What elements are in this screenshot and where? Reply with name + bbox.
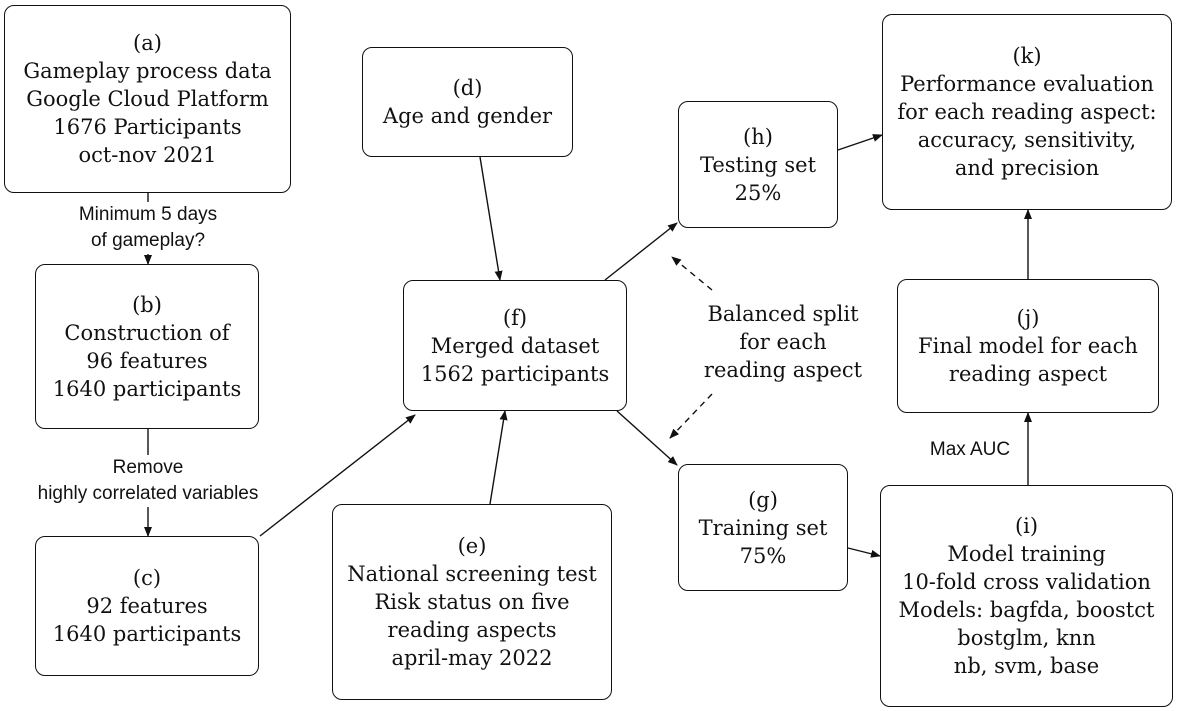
node-line: Testing set	[699, 152, 817, 177]
node-line: nb, svm, base	[953, 654, 1100, 678]
node-line: for each reading aspect:	[897, 100, 1157, 124]
node-h-testing-set: (h) Testing set 25%	[678, 101, 838, 228]
node-line: 75%	[739, 543, 787, 568]
node-line: reading aspects	[387, 618, 557, 642]
edge-f-h	[604, 222, 678, 281]
node-id: (i)	[1014, 514, 1039, 538]
edge-h-k	[837, 134, 883, 151]
node-line: Construction of	[64, 320, 230, 345]
node-k-performance-evaluation: (k) Performance evaluation for each read…	[882, 14, 1172, 210]
node-line: Training set	[698, 515, 828, 540]
node-id: (e)	[457, 534, 487, 558]
node-d-age-gender: (d) Age and gender	[362, 47, 573, 157]
node-line: 92 features	[86, 594, 208, 618]
edge-label-max-auc: Max AUC	[918, 437, 1022, 463]
edge-c-f	[259, 414, 416, 537]
edge-label-line: of gameplay?	[90, 230, 206, 251]
node-id: (h)	[743, 124, 773, 149]
node-line: april-may 2022	[391, 646, 553, 670]
node-line: 1562 participants	[420, 361, 610, 386]
node-line: Final model for each	[918, 334, 1138, 358]
node-line: Gameplay process data	[23, 59, 272, 83]
node-f-merged-dataset: (f) Merged dataset 1562 participants	[403, 280, 627, 411]
split-note-line: Balanced split	[707, 302, 859, 326]
dashed-arrow-to-training	[669, 393, 713, 439]
node-c-92-features: (c) 92 features 1640 participants	[35, 536, 259, 676]
node-line: Age and gender	[382, 104, 553, 128]
node-line: and precision	[954, 156, 1100, 180]
node-g-training-set: (g) Training set 75%	[678, 464, 848, 591]
node-id: (d)	[452, 76, 483, 100]
edge-label-line: highly correlated variables	[37, 483, 259, 504]
edge-label-remove-correlated: Remove highly correlated variables	[14, 455, 282, 507]
node-line: 25%	[734, 180, 782, 205]
edge-label-min-days: Minimum 5 days of gameplay?	[62, 202, 234, 254]
node-id: (b)	[132, 292, 162, 317]
node-id: (f)	[502, 305, 528, 330]
node-line: 1640 participants	[52, 622, 242, 646]
edge-g-i	[847, 547, 881, 558]
node-e-screening-test: (e) National screening test Risk status …	[332, 504, 612, 700]
node-id: (c)	[132, 566, 162, 590]
node-id: (g)	[748, 487, 778, 512]
node-line: 10-fold cross validation	[902, 570, 1151, 594]
node-b-feature-construction: (b) Construction of 96 features 1640 par…	[35, 264, 259, 429]
node-line: reading aspect	[948, 362, 1108, 386]
node-i-model-training: (i) Model training 10-fold cross validat…	[880, 485, 1173, 707]
node-line: Merged dataset	[430, 333, 600, 358]
node-line: 96 features	[86, 348, 208, 373]
node-line: accuracy, sensitivity,	[917, 128, 1137, 152]
balanced-split-note: Balanced split for each reading aspect	[695, 300, 871, 384]
split-note-line: for each	[739, 330, 827, 354]
node-a-gameplay-data: (a) Gameplay process data Google Cloud P…	[4, 5, 291, 193]
node-id: (k)	[1012, 44, 1042, 68]
dashed-arrow-to-testing	[671, 256, 713, 291]
edge-f-g	[616, 410, 678, 466]
node-line: Performance evaluation	[900, 72, 1154, 96]
node-line: Google Cloud Platform	[26, 87, 269, 111]
node-line: oct-nov 2021	[78, 143, 217, 167]
edge-label-line: Minimum 5 days	[78, 204, 218, 225]
node-line: Models: bagfda, boostct	[898, 598, 1155, 622]
node-id: (j)	[1016, 306, 1040, 330]
edge-label-line: Remove	[112, 457, 184, 478]
node-line: 1640 participants	[52, 376, 242, 401]
node-line: 1676 Participants	[53, 115, 242, 139]
edge-e-f	[489, 410, 508, 505]
split-note-line: reading aspect	[703, 358, 863, 382]
edge-label-line: Max AUC	[929, 439, 1011, 460]
node-line: National screening test	[347, 562, 597, 586]
node-line: Risk status on five	[374, 590, 570, 614]
edge-d-f	[479, 156, 503, 281]
node-id: (a)	[133, 31, 162, 55]
node-line: bostglm, knn	[957, 626, 1096, 650]
node-line: Model training	[947, 542, 1106, 566]
node-j-final-model: (j) Final model for each reading aspect	[897, 279, 1159, 413]
